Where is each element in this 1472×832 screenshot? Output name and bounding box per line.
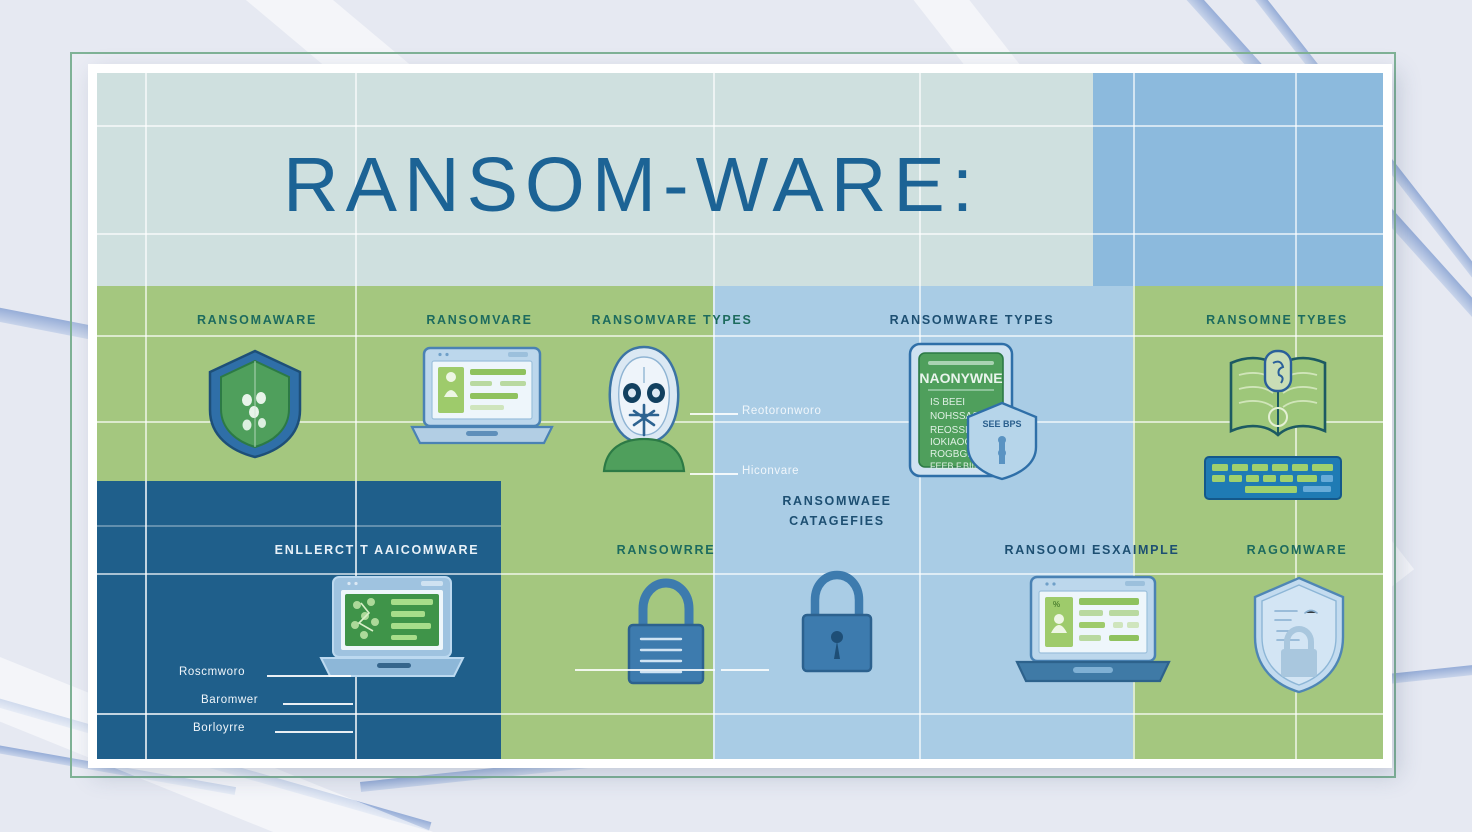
laptop-encrypted-icon <box>317 575 467 685</box>
svg-text:SEE BPS: SEE BPS <box>982 419 1021 429</box>
laptop-ransom-note-icon: % <box>1013 575 1173 691</box>
gridline-horizontal <box>97 421 1383 423</box>
connector-label: Hiconvare <box>742 465 800 477</box>
note-heading: NAONYWNE <box>919 370 1002 386</box>
connector-line <box>275 731 353 733</box>
connector-line <box>690 473 738 475</box>
cell-label: RANSOMVARE <box>426 313 533 327</box>
connector-line <box>721 669 769 671</box>
poster-card: RANSOM-WARE: RANSOMAWARE RANSOMVARE <box>88 64 1392 768</box>
cell-label: RANSOMVARE TYPES <box>591 313 753 327</box>
band-title-teal <box>97 73 1093 286</box>
gridline-horizontal <box>97 233 1383 235</box>
svg-text:IS BEEI: IS BEEI <box>930 397 965 408</box>
cell-label: ENLLERCT T AAICOMWARE <box>274 543 480 557</box>
gridline-vertical <box>355 73 357 759</box>
cell-ragomware: RAGOMWARE <box>1207 543 1383 743</box>
gridline-vertical <box>1133 73 1135 759</box>
gridline-horizontal <box>97 335 1383 337</box>
cell-label: RANSOMNE TYBES <box>1206 313 1348 327</box>
padlock-lines-icon <box>623 577 709 687</box>
connector-label: Reotoronworo <box>742 405 822 417</box>
cell-label: RAGOMWARE <box>1246 543 1348 557</box>
hooded-figure-icon <box>594 343 694 473</box>
connector-label: Roscmworo <box>179 666 246 678</box>
shield-check-icon <box>205 348 305 460</box>
gridline-horizontal <box>97 713 1383 715</box>
gridline-horizontal <box>97 525 501 527</box>
padlock-keyhole-icon <box>797 569 877 677</box>
connector-line <box>690 413 738 415</box>
keyboard-icon <box>1203 455 1343 501</box>
cell-label: RANSOMAWARE <box>196 313 318 327</box>
svg-text:NOHSSASAH: NOHSSASAH <box>930 411 993 422</box>
cell-ransomaware: RANSOMAWARE <box>157 313 357 483</box>
gridline-vertical <box>145 73 147 759</box>
svg-text:REOSSIGFEE: REOSSIGFEE <box>930 425 995 436</box>
open-book-icon <box>1223 345 1333 445</box>
gridline-horizontal <box>97 125 1383 127</box>
svg-text:FEEB.F.BIIND: FEEB.F.BIIND <box>930 461 988 471</box>
cell-label: RANSOMWARE TYPES <box>889 313 1055 327</box>
cell-label-categories: RANSOMWAEE CATAGEFIES <box>782 494 892 528</box>
cell-encrypt-malware: ENLLERCT T AAICOMWARE <box>247 543 507 733</box>
connector-line <box>575 669 715 671</box>
svg-text:ROGBGHIGEO: ROGBGHIGEO <box>930 449 1000 460</box>
title-row: RANSOM-WARE: <box>97 73 1383 286</box>
ransom-note-shield-icon: NAONYWNE IS BEEI NOHSSASAH REOSSIGFEE IO… <box>906 341 1040 483</box>
page-title: RANSOM-WARE: <box>283 142 981 228</box>
connector-line <box>267 675 351 677</box>
cell-ransomware-types: RANSOMWARE TYPES NAONYWNE IS BEEI NOHSSA… <box>862 313 1082 493</box>
cell-ransomvare-types: RANSOMVARE TYPES Reotoronworo Hiconvare <box>562 313 820 493</box>
shield-lock-icon <box>1251 575 1347 695</box>
cell-ransom-example: RANSOOMI ESXAIMPLE % <box>977 543 1207 743</box>
connector-label: Baromwer <box>201 694 259 706</box>
cell-ransomne-tybes: RANSOMNE TYBES <box>1177 313 1377 513</box>
connector-line <box>283 703 353 705</box>
svg-text:IOKIAOOFG I: IOKIAOOFG I <box>930 437 992 448</box>
laptop-alert-icon <box>410 345 554 453</box>
cell-ransomware-categories: RANSOMWAEE CATAGEFIES <box>737 491 937 721</box>
cell-label: RANSOOMI ESXAIMPLE <box>1004 543 1180 557</box>
gridline-horizontal <box>97 573 1383 575</box>
gridline-vertical <box>713 73 715 759</box>
poster-canvas: RANSOM-WARE: RANSOMAWARE RANSOMVARE <box>97 73 1383 759</box>
cell-ransomvare: RANSOMVARE <box>372 313 587 483</box>
cell-label: RANSOWRRE <box>616 543 716 557</box>
band-title-blue <box>1093 73 1383 286</box>
cell-ransowrre: RANSOWRRE <box>571 543 761 723</box>
svg-text:%: % <box>1053 600 1060 609</box>
connector-label: Borloyrre <box>193 722 246 734</box>
